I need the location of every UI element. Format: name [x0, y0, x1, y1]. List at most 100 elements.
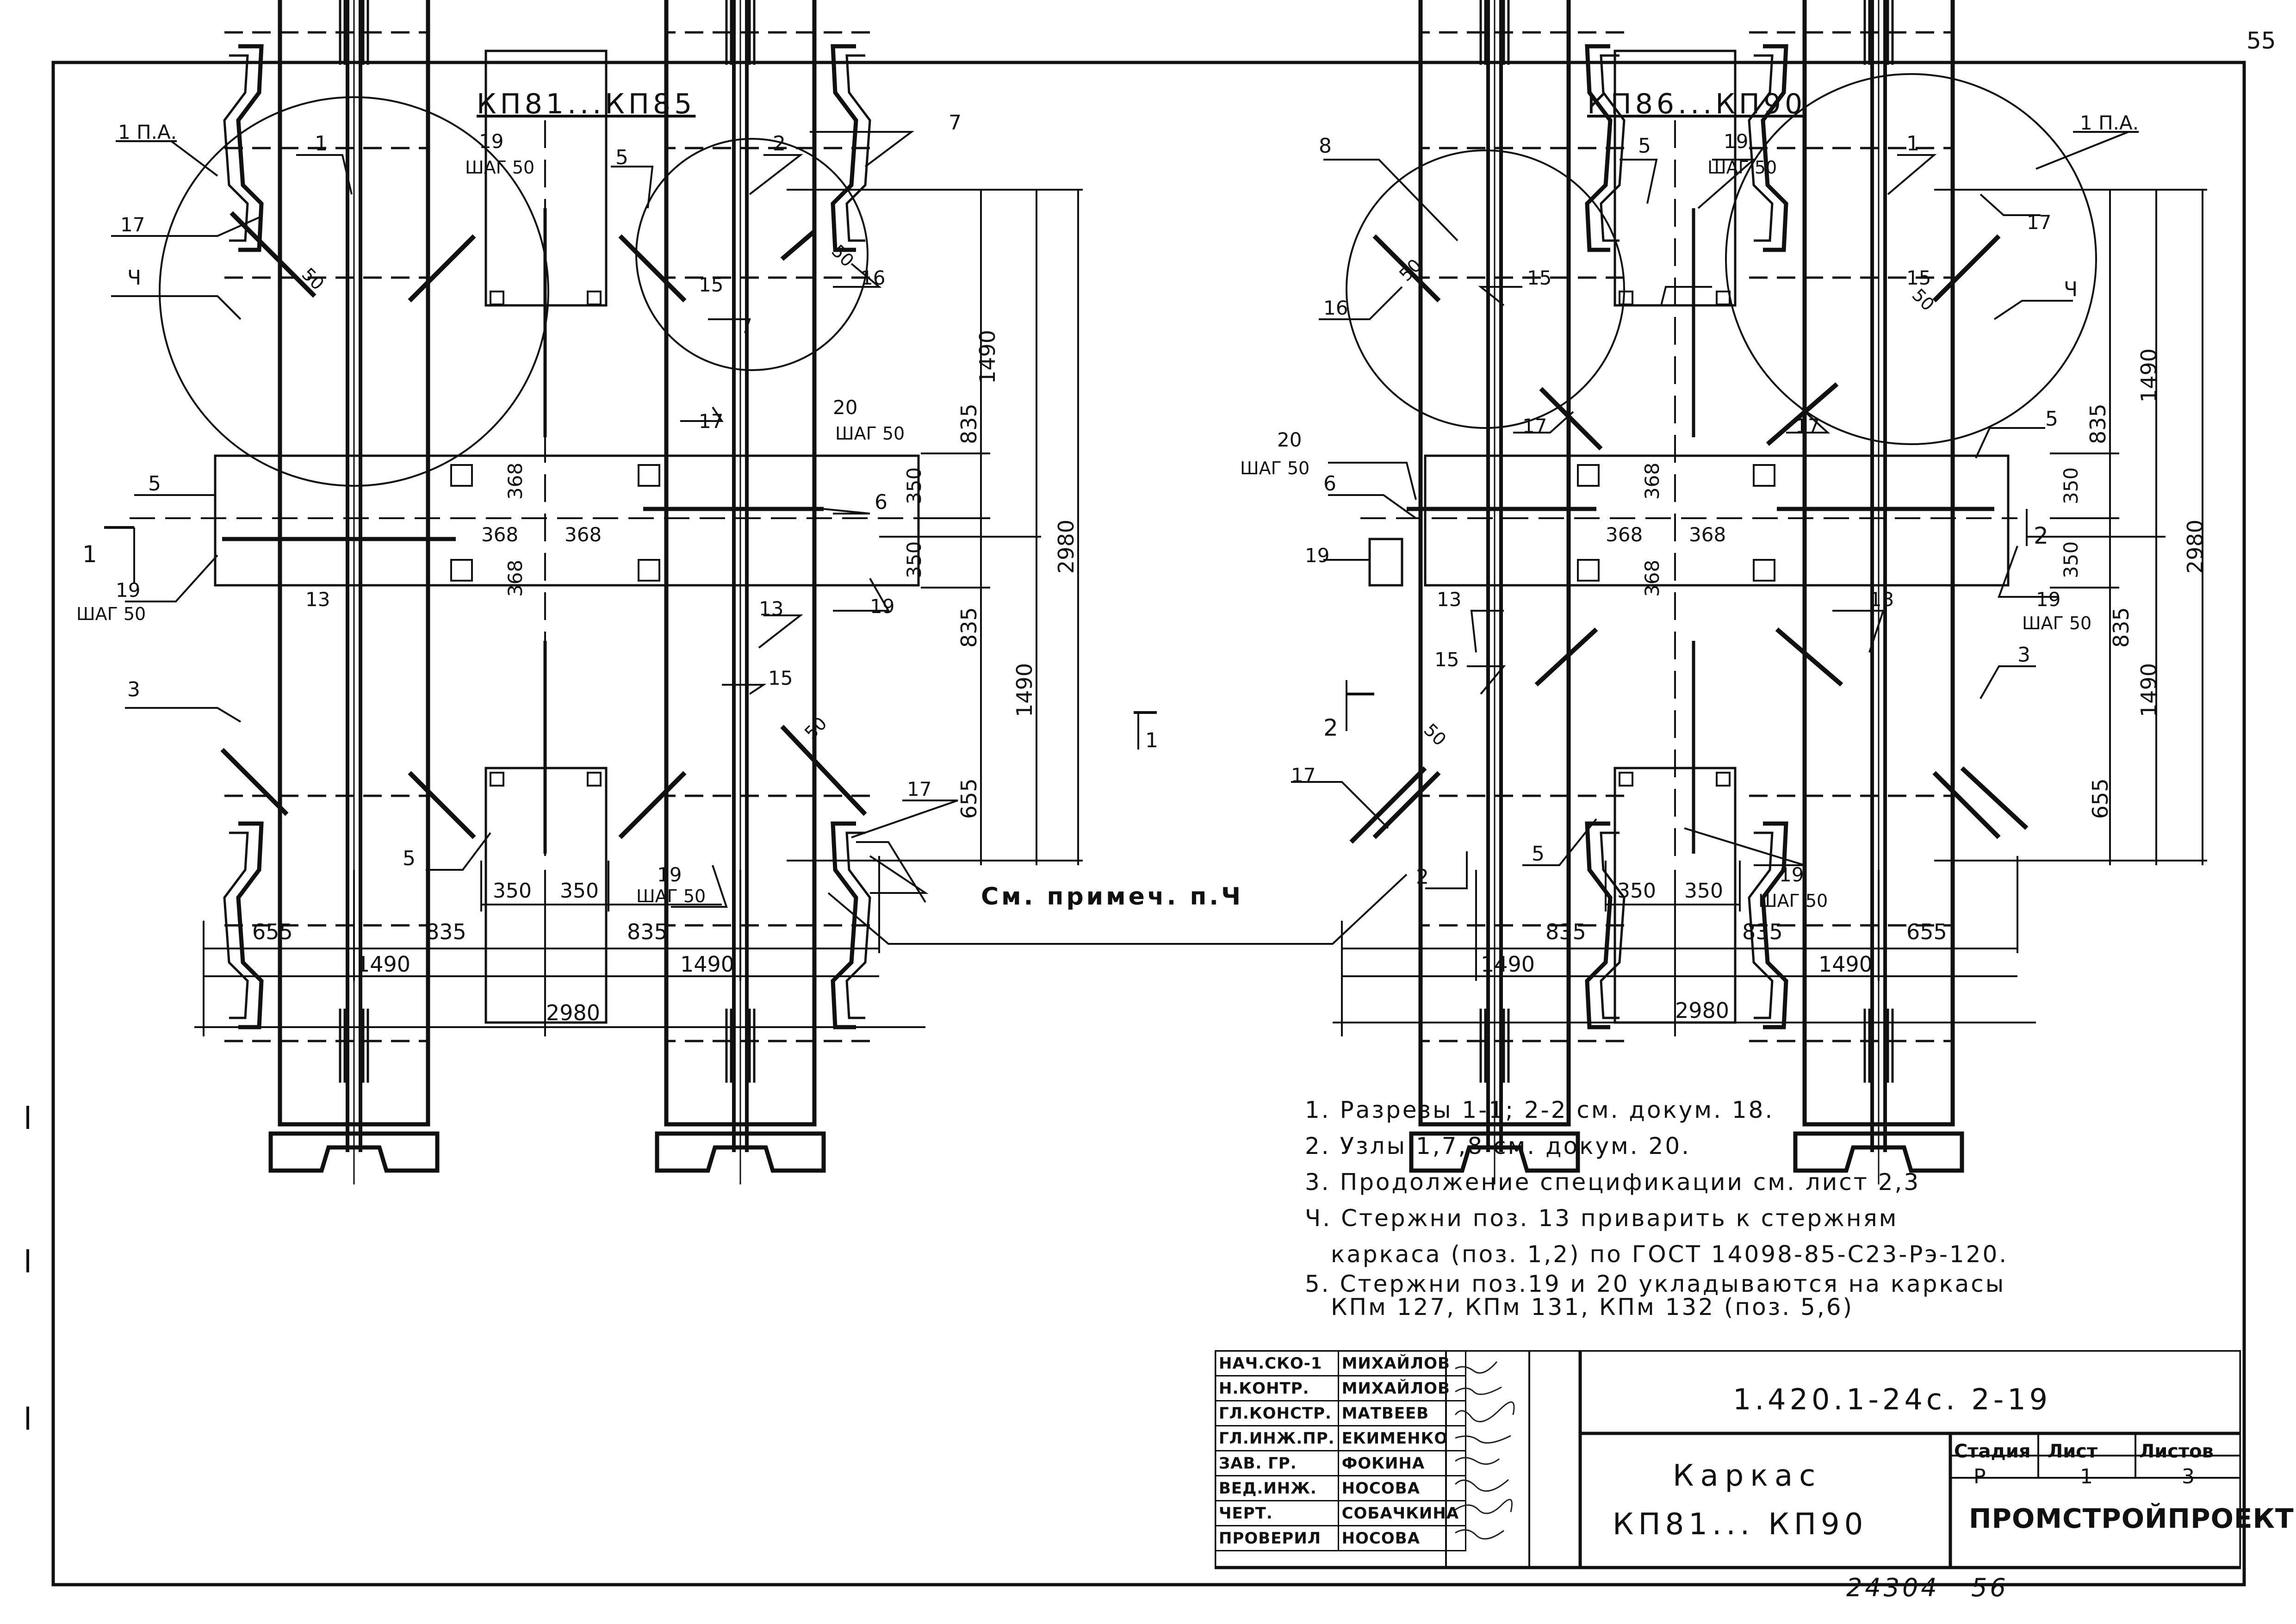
label-17: 17	[2027, 211, 2051, 234]
staff-role: НАЧ.СКО-1	[1215, 1350, 1339, 1376]
dim-1490: 1490	[1818, 952, 1873, 977]
label-17: 17	[1291, 764, 1316, 787]
staff-role: ЧЕРТ.	[1215, 1500, 1339, 1526]
label-19: 19	[1305, 544, 1329, 567]
label-17: 17	[907, 778, 931, 800]
label-1: 1	[1906, 132, 1919, 155]
sheet-value: 1	[2080, 1465, 2093, 1488]
staff-role: ВЕД.ИНЖ.	[1215, 1475, 1339, 1501]
label-4: Ч	[2064, 278, 2078, 301]
staff-name: МИХАЙЛОВ	[1337, 1350, 1466, 1376]
sheet-frame	[51, 61, 2246, 1587]
label-step: ШАГ 50	[1707, 157, 1777, 178]
dim-2980: 2980	[2183, 520, 2208, 574]
label-5: 5	[1532, 842, 1545, 866]
note-item: КПм 127, КПм 131, КПм 132 (поз. 5,6)	[1331, 1294, 1854, 1320]
label-1pa: 1 П.А.	[2080, 112, 2139, 134]
label-step: ШАГ 50	[465, 157, 534, 178]
note-item: 2. Узлы 1,7,8 см. докум. 20.	[1305, 1133, 1691, 1159]
sheet-header: Лист	[2048, 1441, 2098, 1462]
label-16: 16	[1323, 297, 1348, 319]
label-3: 3	[127, 678, 140, 701]
dim-835: 835	[956, 403, 981, 444]
dim-350: 350	[903, 467, 925, 504]
label-17: 17	[120, 213, 145, 236]
dim-368: 368	[565, 523, 602, 546]
staff-row: ГЛ.КОНСТР.МАТВЕЕВ	[1215, 1400, 1466, 1426]
staff-name: СОБАЧКИНА	[1337, 1500, 1466, 1526]
doc-code: 1.420.1-24с. 2-19	[1733, 1382, 2052, 1416]
dim-655: 655	[956, 778, 981, 819]
note-item: 5. Стержни поз.19 и 20 укладываются на к…	[1305, 1271, 2006, 1297]
label-step: ШАГ 50	[636, 886, 706, 906]
dim-835: 835	[426, 919, 466, 944]
label-13: 13	[759, 597, 783, 620]
label-step: ШАГ 50	[835, 423, 905, 444]
label-19: 19	[116, 579, 140, 601]
staff-name: НОСОВА	[1337, 1525, 1466, 1551]
label-5: 5	[1638, 134, 1651, 158]
dim-835: 835	[2085, 403, 2110, 444]
label-6: 6	[875, 490, 887, 514]
note-item: каркаса (поз. 1,2) по ГОСТ 14098-85-С23-…	[1331, 1241, 2009, 1268]
label-1: 1	[315, 132, 328, 155]
label-5: 5	[2045, 407, 2058, 431]
label-13: 13	[1869, 588, 1894, 611]
dim-368: 368	[481, 523, 518, 546]
dim-368: 368	[504, 463, 527, 500]
staff-role: Н.КОНТР.	[1215, 1375, 1339, 1401]
dim-50: 50	[800, 713, 831, 743]
label-15: 15	[699, 273, 723, 296]
dim-2980: 2980	[546, 1000, 600, 1025]
label-15: 15	[768, 667, 793, 689]
staff-role: ПРОВЕРИЛ	[1215, 1525, 1339, 1551]
staff-row: ЗАВ. ГР.ФОКИНА	[1215, 1450, 1466, 1476]
dim-1490: 1490	[680, 952, 734, 977]
section-mark: 1	[82, 541, 97, 568]
dim-1490: 1490	[2136, 663, 2161, 717]
label-7: 7	[949, 111, 962, 135]
label-13: 13	[1437, 588, 1461, 611]
dim-1490: 1490	[2136, 348, 2161, 403]
footer-page: 56	[1971, 1573, 2009, 1602]
staff-role: ГЛ.ИНЖ.ПР.	[1215, 1425, 1339, 1451]
label-19: 19	[657, 863, 682, 886]
dim-350: 350	[2060, 541, 2082, 578]
dim-368: 368	[1606, 523, 1643, 546]
dim-2980: 2980	[1054, 520, 1079, 574]
dim-368: 368	[1641, 560, 1663, 597]
dim-1490: 1490	[1481, 952, 1535, 977]
dim-368: 368	[1689, 523, 1726, 546]
note-item: Ч. Стержни поз. 13 приварить к стержням	[1305, 1205, 1899, 1232]
staff-role: ГЛ.КОНСТР.	[1215, 1400, 1339, 1426]
drawing-name: Каркас	[1673, 1459, 1822, 1493]
label-13: 13	[305, 588, 330, 611]
dim-50: 50	[298, 264, 328, 294]
label-step: ШАГ 50	[1758, 891, 1828, 911]
label-19: 19	[1724, 130, 1748, 153]
sheets-header: Листов	[2139, 1441, 2214, 1462]
label-19: 19	[1779, 863, 1804, 886]
staff-row: ВЕД.ИНЖ.НОСОВА	[1215, 1475, 1466, 1501]
label-5: 5	[148, 472, 161, 496]
label-5: 5	[615, 146, 628, 169]
section-mark: 2	[2034, 522, 2048, 549]
staff-row: ГЛ.ИНЖ.ПР.ЕКИМЕНКО	[1215, 1425, 1466, 1451]
label-5: 5	[403, 847, 416, 870]
left-view: КП81...КП85	[76, 0, 1408, 1184]
dim-1490: 1490	[356, 952, 410, 977]
organization: ПРОМСТРОЙПРОЕКТ	[1969, 1503, 2294, 1534]
dim-655: 655	[1906, 919, 1947, 944]
staff-row: ЧЕРТ.СОБАЧКИНА	[1215, 1500, 1466, 1526]
label-20: 20	[1277, 428, 1302, 451]
label-step: ШАГ 50	[76, 604, 146, 624]
note-item: 3. Продолжение спецификации см. лист 2,3	[1305, 1169, 1921, 1196]
label-16: 16	[861, 267, 885, 289]
dim-350: 350	[493, 879, 532, 903]
label-2: 2	[1416, 865, 1429, 889]
label-17: 17	[699, 410, 723, 433]
label-15: 15	[1527, 267, 1551, 289]
label-2: 2	[773, 132, 786, 155]
signatures	[1454, 1361, 1515, 1540]
